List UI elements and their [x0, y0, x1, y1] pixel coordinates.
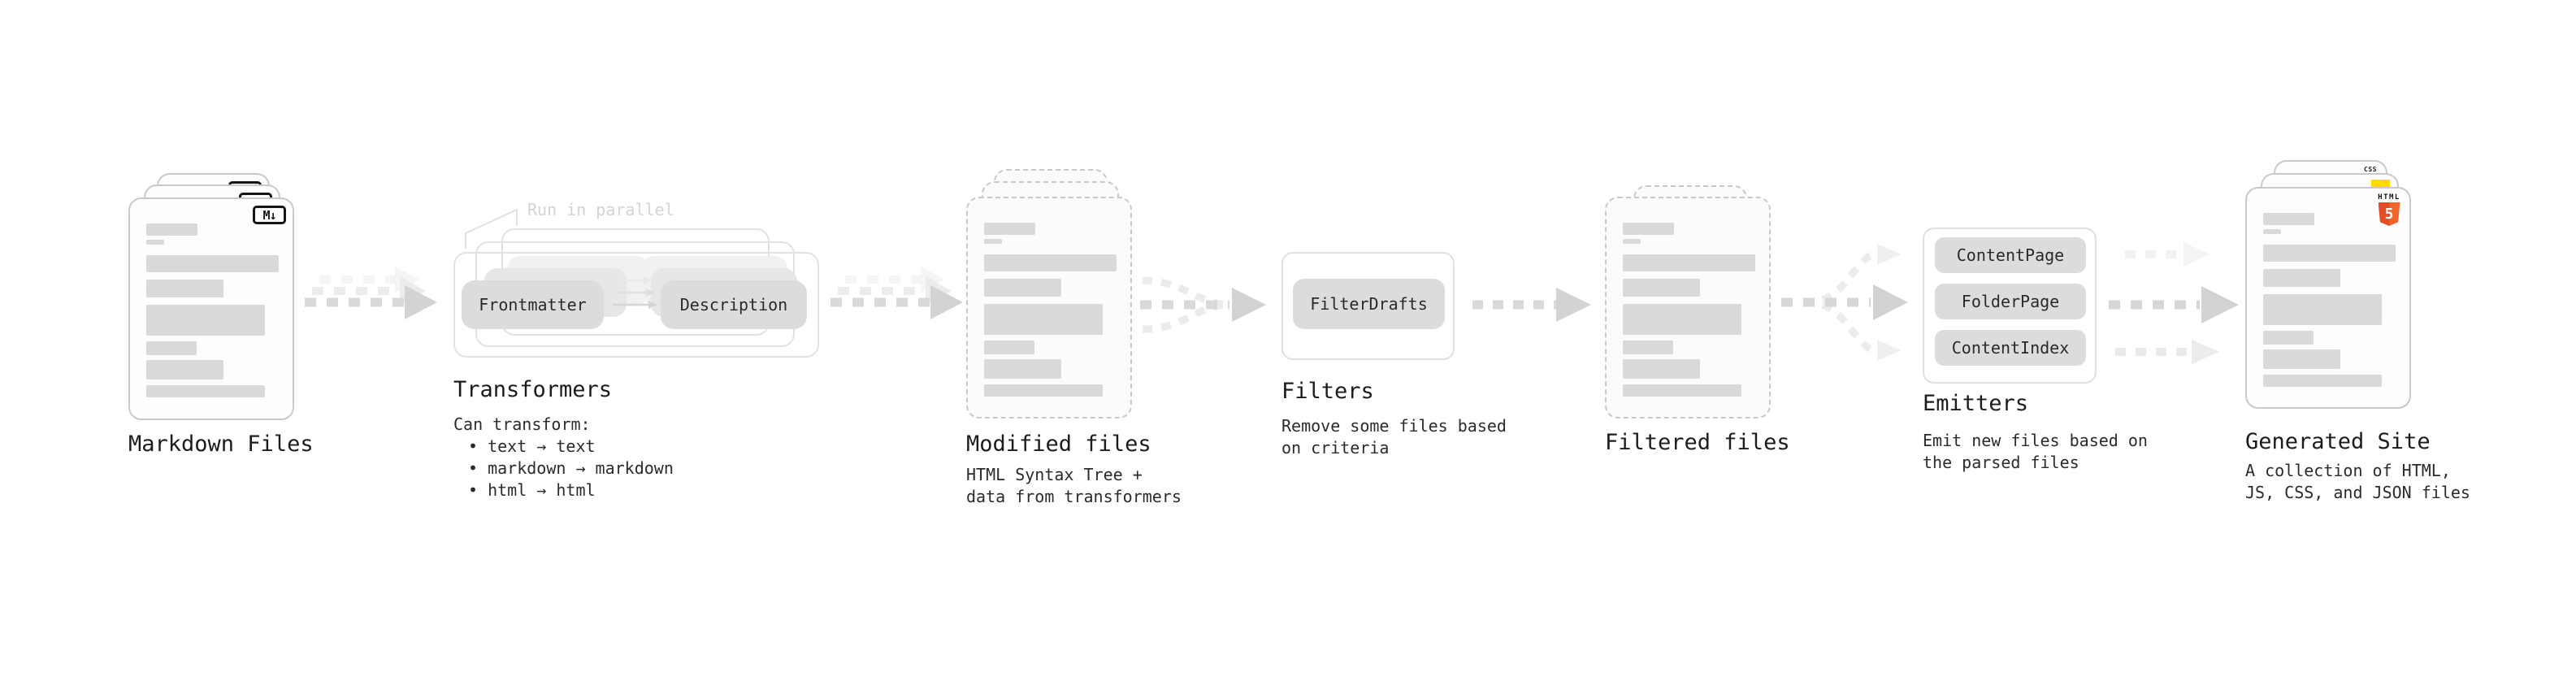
placeholder-bar	[2263, 331, 2314, 345]
stage-label-filtered-files: Filtered files	[1605, 430, 1790, 455]
placeholder-bar	[1623, 359, 1700, 379]
stage-label-generated-site: Generated Site	[2245, 429, 2431, 454]
placeholder-bar	[1623, 340, 1673, 354]
html5-number: 5	[2384, 206, 2394, 223]
arrow-filters-to-filtered	[1472, 288, 1591, 322]
pill-frontmatter: Frontmatter	[462, 280, 604, 329]
placeholder-bar	[2263, 229, 2281, 234]
placeholder-bar	[146, 255, 279, 272]
placeholder-bar	[984, 254, 1117, 271]
markdown-icon: M↓	[253, 206, 286, 224]
placeholder-bar	[984, 239, 1002, 244]
html5-shield: 5	[2378, 202, 2400, 226]
placeholder-bar	[146, 223, 197, 236]
transformers-bullet: • markdown → markdown	[468, 458, 674, 478]
placeholder-bar	[1623, 254, 1755, 271]
markdown-file-card-front: M↓	[128, 197, 294, 420]
filters-desc-line: Remove some files based	[1281, 416, 1507, 436]
stage-label-emitters: Emitters	[1923, 391, 2029, 416]
arrow-transformers-to-modified	[830, 267, 963, 319]
transformer-box-front	[453, 252, 819, 358]
pill-description: Description	[661, 280, 807, 329]
modified-desc-line: HTML Syntax Tree +	[966, 465, 1143, 484]
placeholder-bar	[146, 341, 197, 355]
placeholder-bar	[146, 240, 164, 245]
html5-icon-label: HTML	[2378, 193, 2400, 202]
placeholder-bar	[146, 385, 265, 397]
arrow-emitters-to-generated	[2109, 242, 2239, 364]
transformers-bullet: • text → text	[468, 436, 596, 456]
stage-label-transformers: Transformers	[453, 377, 613, 402]
placeholder-bar	[984, 384, 1103, 397]
stage-label-markdown-files: Markdown Files	[128, 432, 314, 457]
emitters-description: Emit new files based on the parsed files	[1923, 430, 2148, 474]
placeholder-bar	[984, 279, 1061, 297]
generated-site-description: A collection of HTML, JS, CSS, and JSON …	[2245, 460, 2470, 504]
filters-desc-line: on criteria	[1281, 438, 1390, 458]
placeholder-bar	[1623, 384, 1741, 397]
placeholder-bar	[984, 304, 1103, 335]
placeholder-bar	[984, 359, 1061, 379]
placeholder-bar	[2263, 245, 2396, 262]
generated-file-card-front: HTML 5	[2245, 187, 2411, 409]
markdown-icon-glyph: M↓	[262, 207, 276, 223]
placeholder-bar	[984, 223, 1035, 235]
arrow-modified-to-filters	[1140, 276, 1266, 333]
generated-desc-line: JS, CSS, and JSON files	[2245, 483, 2470, 502]
placeholder-bar	[1623, 223, 1674, 235]
placeholder-bar	[1623, 279, 1700, 297]
emitters-desc-line: the parsed files	[1923, 453, 2079, 472]
pill-filterdrafts: FilterDrafts	[1293, 279, 1445, 329]
html5-icon: HTML 5	[2375, 193, 2403, 226]
css-icon-label: CSS	[2364, 166, 2377, 173]
modified-files-description: HTML Syntax Tree + data from transformer…	[966, 464, 1182, 508]
placeholder-bar	[2263, 213, 2314, 225]
modified-desc-line: data from transformers	[966, 487, 1182, 506]
placeholder-bar	[146, 280, 223, 297]
file-content-placeholder	[146, 223, 279, 397]
placeholder-bar	[146, 360, 223, 380]
placeholder-bar	[1623, 239, 1641, 244]
arrow-markdown-to-transformers	[305, 267, 437, 319]
stage-label-modified-files: Modified files	[966, 432, 1151, 457]
modified-file-card-front	[966, 197, 1132, 419]
placeholder-bar	[984, 340, 1034, 354]
annotation-leader-line	[465, 208, 518, 249]
pill-contentpage: ContentPage	[1935, 237, 2086, 273]
file-content-placeholder	[1623, 223, 1755, 397]
parallel-arrows-icon	[613, 276, 657, 309]
generated-desc-line: A collection of HTML,	[2245, 461, 2451, 480]
transformers-bullet: • html → html	[468, 480, 596, 500]
file-content-placeholder	[984, 223, 1117, 397]
placeholder-bar	[2263, 294, 2382, 325]
stage-label-filters: Filters	[1281, 379, 1374, 404]
placeholder-bar	[2263, 375, 2382, 387]
transformers-subtitle: Can transform:	[453, 414, 591, 434]
transformers-description: Can transform: • text → text • markdown …	[453, 414, 674, 501]
filters-description: Remove some files based on criteria	[1281, 415, 1507, 459]
pill-folderpage: FolderPage	[1935, 284, 2086, 319]
arrow-filtered-to-emitters	[1781, 244, 1908, 361]
placeholder-bar	[1623, 304, 1741, 335]
placeholder-bar	[146, 305, 265, 336]
file-content-placeholder	[2263, 213, 2396, 387]
placeholder-bar	[2263, 349, 2340, 369]
filtered-file-card-front	[1605, 197, 1771, 419]
placeholder-bar	[2263, 269, 2340, 287]
pill-contentindex: ContentIndex	[1935, 330, 2086, 366]
annotation-run-in-parallel: Run in parallel	[527, 200, 674, 219]
emitters-desc-line: Emit new files based on	[1923, 431, 2148, 450]
